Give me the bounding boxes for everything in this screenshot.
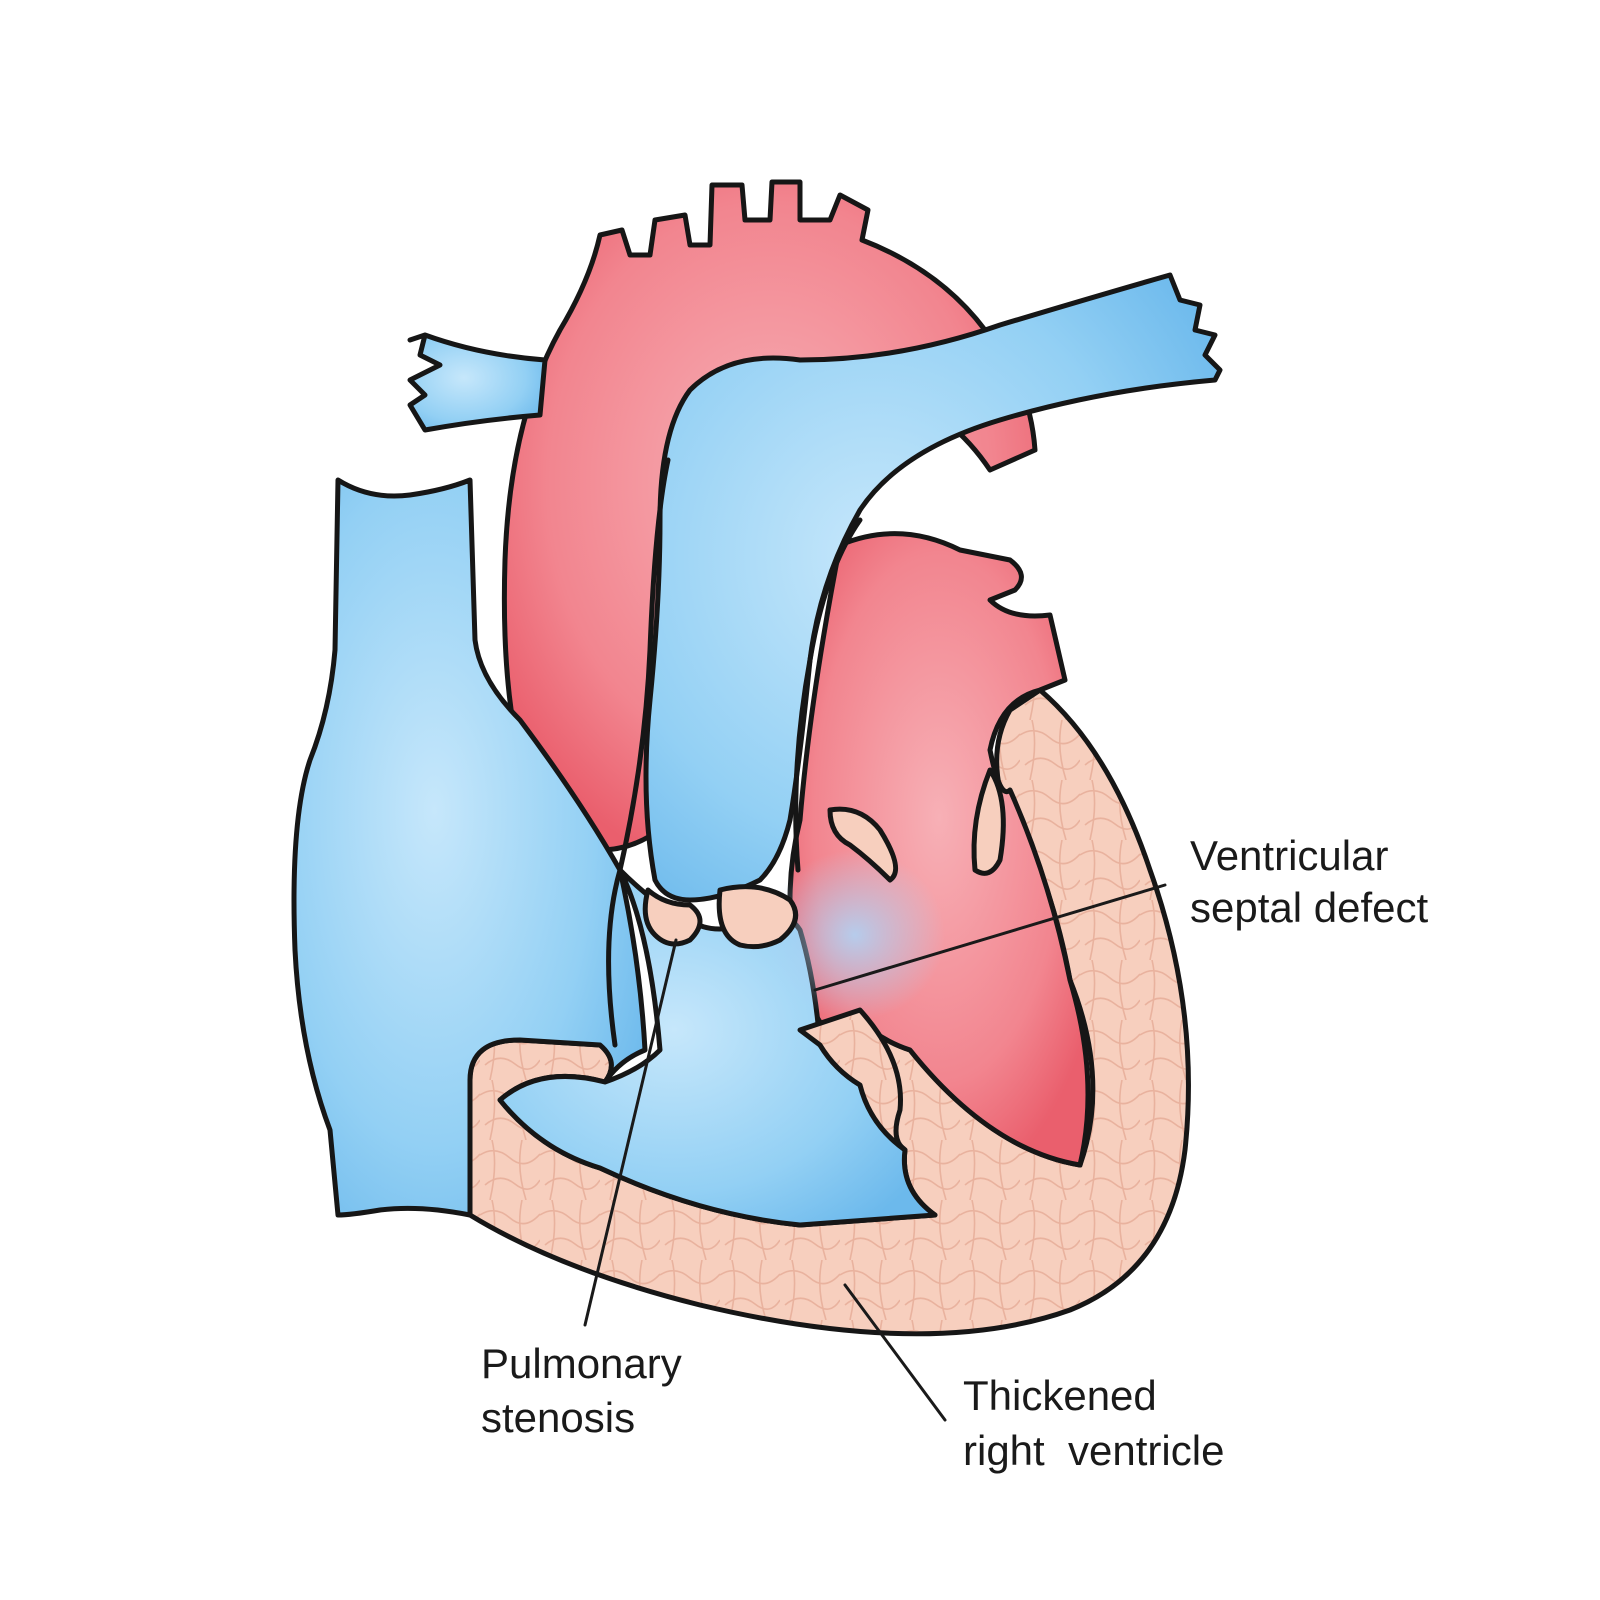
pulmonary-valve-left-cusp [642, 887, 703, 947]
pulmonary-trunk-wall-left [606, 457, 671, 1048]
aortic-valve-leaflet [827, 806, 899, 883]
septal-muscle-ridge [797, 1007, 908, 1153]
ventricular-septal-defect [765, 850, 945, 1020]
vsd-label: Ventricular septal defect [1190, 832, 1428, 931]
vsd-leader-line [813, 883, 1167, 992]
pulmonary-stenosis-label: Pulmonary stenosis [481, 1340, 693, 1441]
right-pulmonary-artery [407, 332, 548, 433]
pulmonary-stenosis-leader-line [583, 938, 678, 1327]
thickened-rv-leader-line [843, 1283, 947, 1422]
superior-vena-cava-right-atrium [291, 477, 648, 1218]
pulmonary-valve-right-cusp [716, 884, 799, 950]
mitral-leaflet [971, 767, 1006, 876]
thickened-right-ventricle-label: Thickened right ventricle [963, 1372, 1224, 1474]
pulmonary-trunk-wall-right [793, 517, 863, 873]
